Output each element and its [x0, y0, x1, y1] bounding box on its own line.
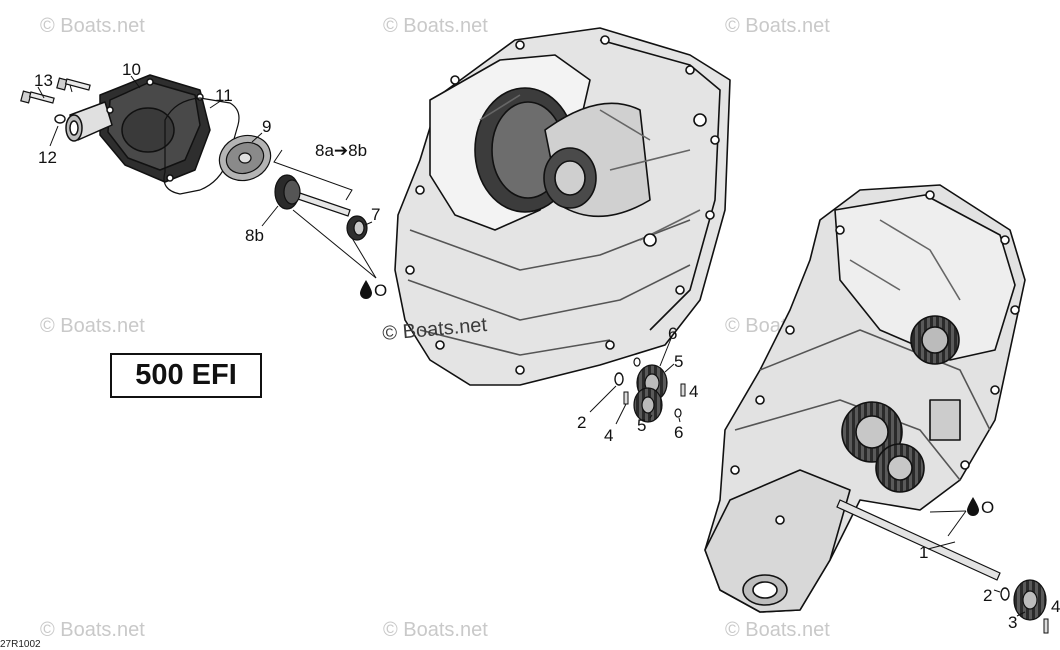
callout-9: 9 [262, 117, 271, 136]
leader-lines [37, 75, 1026, 617]
watermark: © Boats.net [383, 15, 488, 37]
callout-11: 11 [215, 86, 233, 105]
pin-part [1043, 618, 1049, 634]
callout-6-upper: 6 [668, 324, 677, 343]
washer-part [1000, 587, 1010, 601]
callout-12: 12 [38, 148, 57, 167]
oil-drop-icon [360, 280, 372, 299]
pin-part [680, 383, 686, 397]
seal-part [346, 215, 368, 241]
watermark: © Boats.net [40, 619, 145, 641]
bolt-part [20, 77, 91, 104]
callout-labels: 13 10 11 9 12 8a➔8b 8b 7 6 5 4 2 4 5 6 1… [34, 60, 1060, 632]
callout-5-lower: 5 [637, 416, 646, 435]
circlip-part [674, 408, 682, 418]
pin-part [623, 391, 629, 405]
oil-pump-shaft-part [836, 499, 1001, 581]
callout-7: 7 [371, 205, 380, 224]
reference-code: 27R1002 [0, 639, 41, 650]
water-pump-housing [65, 74, 211, 183]
callout-4-upper: 4 [689, 382, 698, 401]
pump-shaft-part [274, 174, 351, 217]
watermark: © Boats.net [40, 15, 145, 37]
callout-8a-8b: 8a➔8b [315, 141, 367, 160]
watermark: © Boats.net [383, 619, 488, 641]
callout-13: 13 [34, 71, 53, 90]
oil-symbol-left: O [360, 280, 387, 300]
callout-6-lower: 6 [674, 423, 683, 442]
model-label: 500 EFI [135, 359, 237, 391]
callout-4-lower: 4 [604, 426, 613, 445]
watermark: © Boats.net [725, 619, 830, 641]
watermark: © Boats.net [40, 315, 145, 337]
callout-8b: 8b [245, 226, 264, 245]
oil-symbol-label: O [374, 281, 387, 300]
model-label-box: 500 EFI [110, 353, 262, 398]
callout-2-left: 2 [577, 413, 586, 432]
callout-5-upper: 5 [674, 352, 683, 371]
callout-1: 1 [919, 543, 928, 562]
callout-10: 10 [122, 60, 141, 79]
callout-3: 3 [1008, 613, 1017, 632]
watermark: © Boats.net [725, 15, 830, 37]
washer-part [614, 372, 624, 386]
circlip-part [633, 357, 641, 367]
small-gear-part [633, 364, 668, 423]
watermark-layer: © Boats.net © Boats.net © Boats.net © Bo… [40, 15, 830, 641]
left-crankcase-half [394, 27, 731, 386]
oil-symbol-right: O [967, 497, 994, 517]
callout-4-right: 4 [1051, 597, 1060, 616]
oil-symbol-label: O [981, 498, 994, 517]
drive-gear-part [1013, 579, 1047, 621]
right-crankcase-half [704, 184, 1026, 613]
oil-drop-icon [967, 497, 979, 516]
impeller-part [218, 134, 272, 182]
sealing-ring-part [54, 114, 66, 124]
callout-2-right: 2 [983, 586, 992, 605]
